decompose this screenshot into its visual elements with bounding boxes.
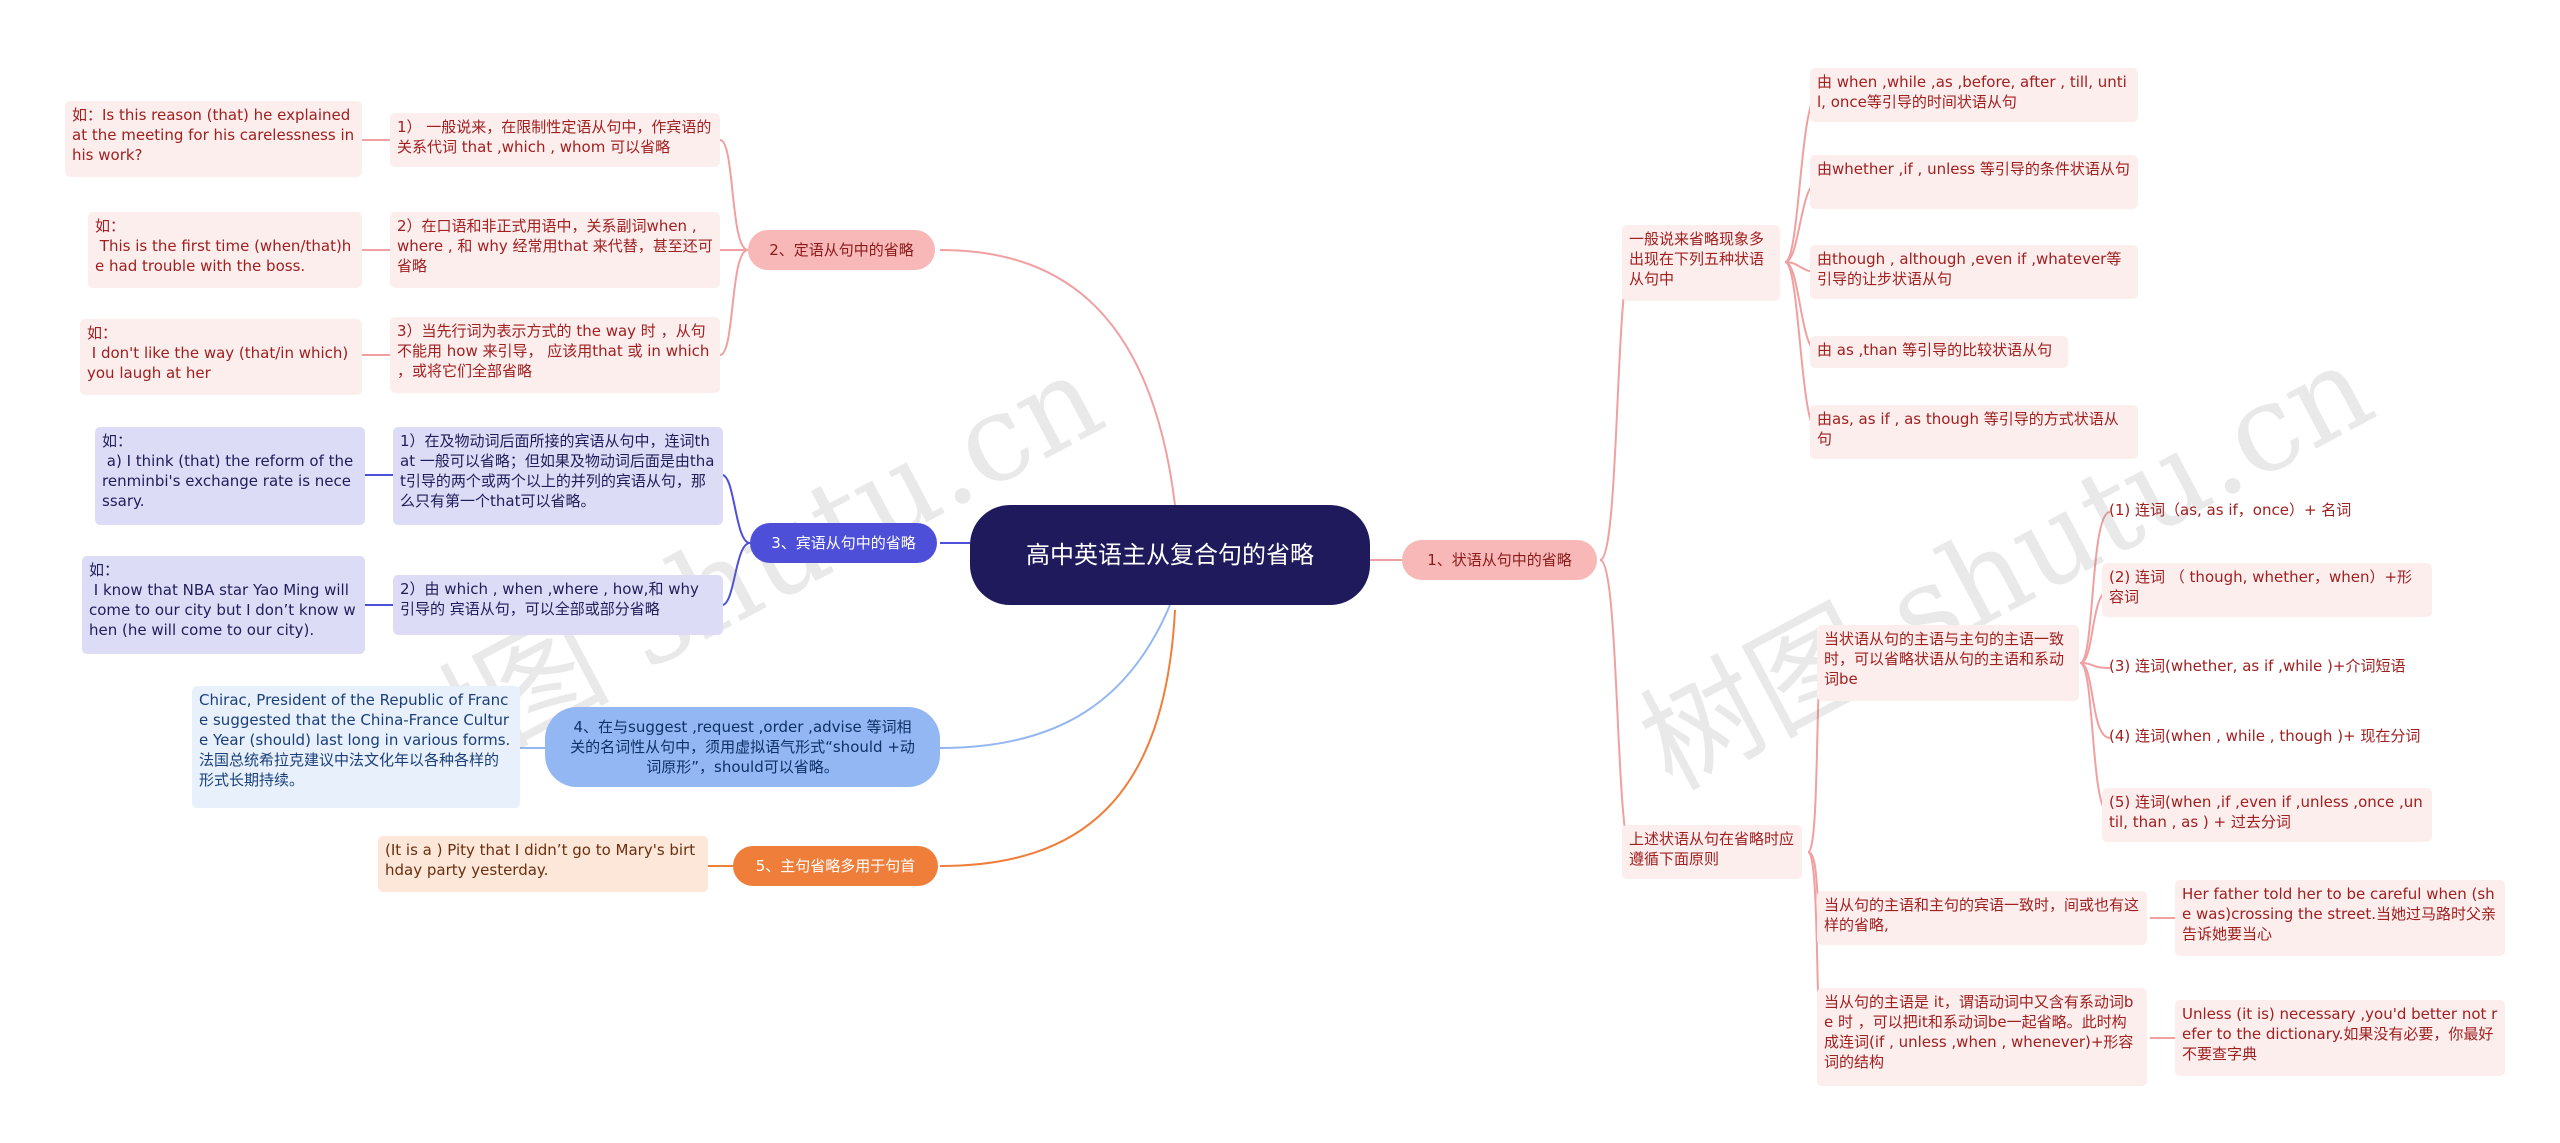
adverbial-type-item[interactable]: 由 when ,while ,as ,before, after , till,… [1810, 68, 2138, 122]
subjunctive-example[interactable]: Chirac, President of the Republic of Fra… [192, 686, 520, 808]
attributive-rule[interactable]: 3）当先行词为表示方式的 the way 时 ，从句不能用 how 来引导， 应… [390, 317, 720, 393]
sub-omission-rules[interactable]: 上述状语从句在省略时应遵循下面原则 [1622, 825, 1802, 879]
conjunction-pattern[interactable]: (5) 连词(when ,if ,even if ,unless ,once ,… [2102, 788, 2432, 842]
attributive-rule[interactable]: 2）在口语和非正式用语中，关系副词when , where , 和 why 经常… [390, 212, 720, 288]
conjunction-pattern[interactable]: (1) 连词（as, as if，once）+ 名词 [2109, 501, 2352, 519]
rule-subject-equals-object[interactable]: 当从句的主语和主句的宾语一致时，间或也有这样的省略, [1817, 891, 2147, 945]
attributive-rule[interactable]: 1） 一般说来，在限制性定语从句中，作宾语的关系代词 that ,which ,… [390, 113, 720, 167]
root-topic[interactable]: 高中英语主从复合句的省略 [970, 505, 1370, 605]
conjunction-pattern[interactable]: (3) 连词(whether, as if ,while )+介词短语 [2109, 657, 2406, 675]
adverbial-type-item[interactable]: 由 as ,than 等引导的比较状语从句 [1810, 336, 2068, 368]
attributive-example[interactable]: 如： I don't like the way (that/in which) … [80, 319, 362, 395]
adverbial-type-item[interactable]: 由though , although ,even if ,whatever等引导… [1810, 245, 2138, 299]
branch-adverbial-clause[interactable]: 1、状语从句中的省略 [1402, 540, 1597, 580]
example-sentence[interactable]: Unless (it is) necessary ,you'd better n… [2175, 1000, 2505, 1076]
main-clause-example[interactable]: (It is a ) Pity that I didn’t go to Mary… [378, 836, 708, 892]
adverbial-type-item[interactable]: 由as, as if , as though 等引导的方式状语从句 [1810, 405, 2138, 459]
adverbial-type-item[interactable]: 由whether ,if , unless 等引导的条件状语从句 [1810, 155, 2138, 209]
example-sentence[interactable]: Her father told her to be careful when (… [2175, 880, 2505, 956]
attributive-example[interactable]: 如：Is this reason (that) he explained at … [65, 101, 362, 177]
sub-five-adverbial-types[interactable]: 一般说来省略现象多出现在下列五种状语从句中 [1622, 225, 1780, 301]
branch-main-clause-omission[interactable]: 5、主句省略多用于句首 [733, 846, 938, 886]
branch-subjunctive-should[interactable]: 4、在与suggest ,request ,order ,advise 等词相关… [545, 707, 940, 787]
object-clause-rule[interactable]: 2）由 which , when ,where , how,和 why 引导的 … [393, 575, 723, 635]
rule-same-subject[interactable]: 当状语从句的主语与主句的主语一致时，可以省略状语从句的主语和系动词be [1817, 625, 2079, 701]
object-clause-example[interactable]: 如： a) I think (that) the reform of the r… [95, 427, 365, 525]
conjunction-pattern[interactable]: (2) 连词 （ though, whether，when）+形容词 [2102, 563, 2432, 617]
rule-it-be-omission[interactable]: 当从句的主语是 it，谓语动词中又含有系动词be 时 ，可以把it和系动词be一… [1817, 988, 2147, 1086]
conjunction-pattern[interactable]: (4) 连词(when , while , though )+ 现在分词 [2109, 727, 2421, 745]
branch-object-clause[interactable]: 3、宾语从句中的省略 [750, 523, 937, 563]
attributive-example[interactable]: 如： This is the first time (when/that)he … [88, 212, 362, 288]
branch-attributive-clause[interactable]: 2、定语从句中的省略 [748, 230, 935, 270]
object-clause-example[interactable]: 如： I know that NBA star Yao Ming will co… [82, 556, 365, 654]
object-clause-rule[interactable]: 1）在及物动词后面所接的宾语从句中，连词that 一般可以省略；但如果及物动词后… [393, 427, 723, 525]
